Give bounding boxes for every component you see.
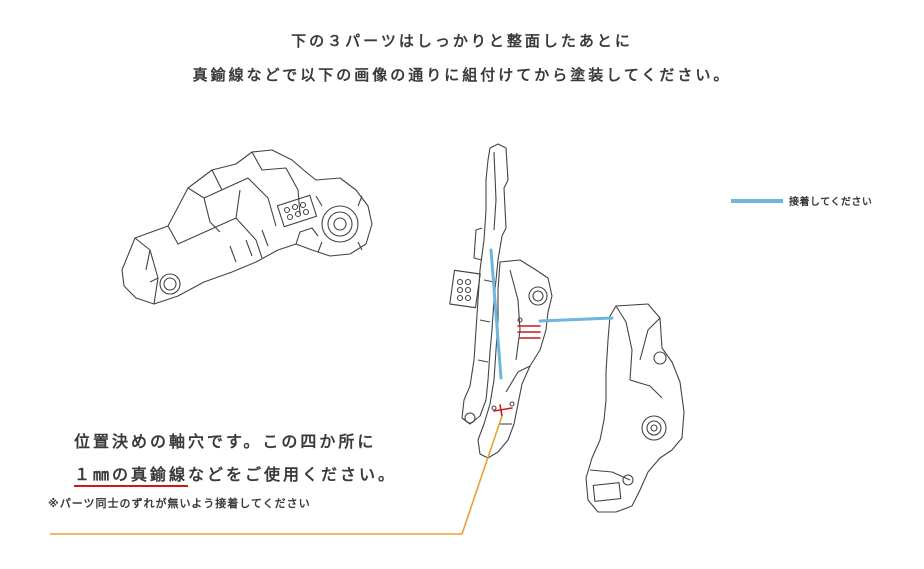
exploded-part-center-body — [477, 259, 553, 459]
pin-note-line-2: １㎜の真鍮線などをご使用ください。 — [74, 461, 398, 487]
legend-glue-swatch — [731, 198, 783, 203]
glue-indicator-lines — [489, 248, 614, 380]
exploded-part-left-arm — [449, 143, 509, 425]
assembled-part-illustration — [121, 149, 373, 305]
callout-leader-line — [50, 415, 503, 535]
brass-wire-spec: １㎜の真鍮線 — [74, 465, 189, 487]
instruction-heading-line-1: 下の３パーツはしっかりと整面したあとに — [291, 32, 633, 50]
legend-label: 接着してください — [789, 197, 873, 208]
glue-caution-note: ※パーツ同士のずれが無いよう接着してください — [48, 497, 311, 510]
glue-line-vertical — [489, 248, 503, 380]
glue-line-horizontal — [538, 316, 614, 323]
pin-note-line-2-rest: などをご使用ください。 — [188, 465, 398, 484]
pin-marker-4 — [493, 407, 513, 412]
pin-marker-4b — [499, 404, 503, 417]
exploded-part-right-body — [585, 303, 685, 513]
pin-hole-markers — [493, 325, 541, 417]
instruction-heading-line-2: 真鍮線などで以下の画像の通りに組付けてから塗装してください。 — [192, 66, 732, 84]
pin-note-line-1: 位置決めの軸穴です。この四か所に — [74, 432, 377, 451]
legend: 接着してください — [731, 193, 872, 208]
